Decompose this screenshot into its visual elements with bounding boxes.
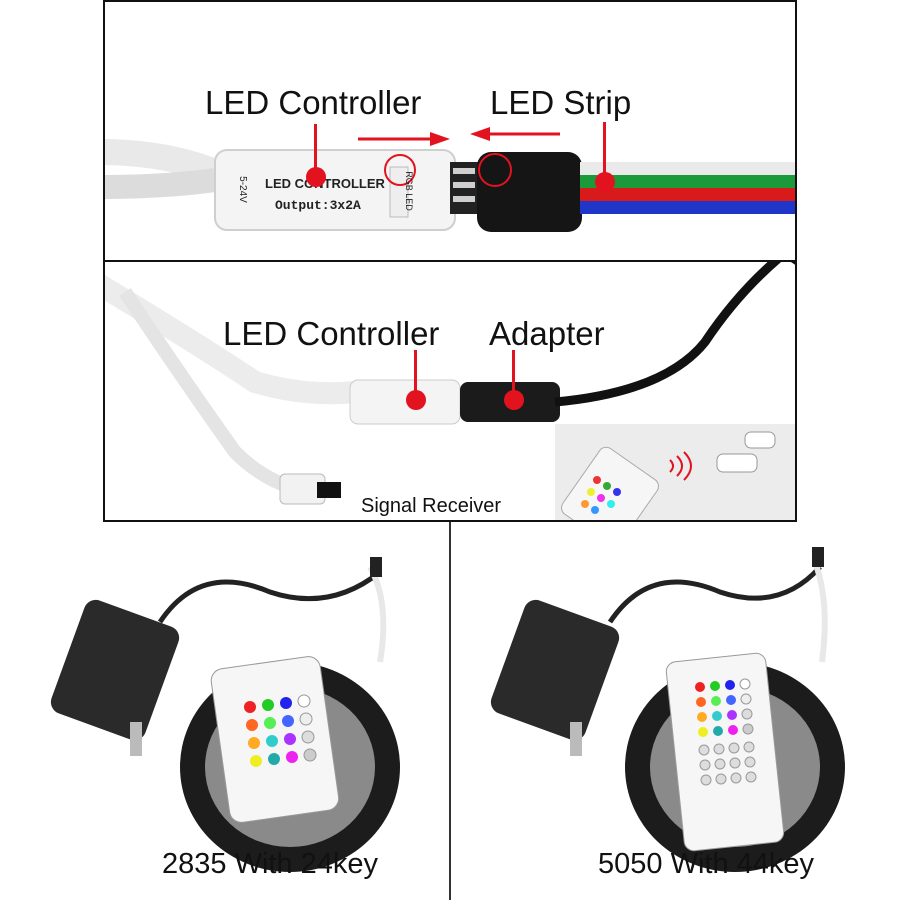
controller-strip-photo [105, 127, 795, 232]
pointer-line-controller [314, 124, 317, 174]
pointer-line-strip [603, 122, 606, 182]
caption-44key: 5050 With 44key [598, 848, 815, 880]
pointer-dot-controller [306, 167, 326, 187]
controller-voltage-text: 5-24V [236, 176, 248, 203]
controller-rgb-text: RGB LED [403, 171, 414, 211]
top-panel: LED Controller LED Strip LED CONTROLLER … [103, 0, 797, 262]
kit-photos [50, 547, 845, 872]
caption-24key: 2835 With 24key [162, 848, 379, 880]
pointer-dot-adapter [504, 390, 524, 410]
pointer-dot-controller-2 [406, 390, 426, 410]
label-led-controller-2: LED Controller [223, 315, 440, 352]
pointer-dot-strip [595, 172, 615, 192]
controller-adapter-photo [105, 262, 795, 520]
pointer-line-adapter [512, 350, 515, 395]
label-led-strip: LED Strip [490, 84, 632, 121]
controller-output-text: Output:3x2A [275, 198, 361, 213]
middle-panel: LED Controller Adapter Signal Receiver [103, 260, 797, 522]
pointer-line-controller-2 [414, 350, 417, 395]
kit-44key [490, 547, 845, 872]
bottom-divider [449, 522, 451, 900]
label-adapter: Adapter [489, 315, 605, 352]
controller-brand-text: LED CONTROLLER [265, 176, 385, 191]
label-led-controller: LED Controller [205, 84, 422, 121]
kit-24key [50, 557, 400, 872]
label-signal-receiver: Signal Receiver [361, 495, 502, 517]
